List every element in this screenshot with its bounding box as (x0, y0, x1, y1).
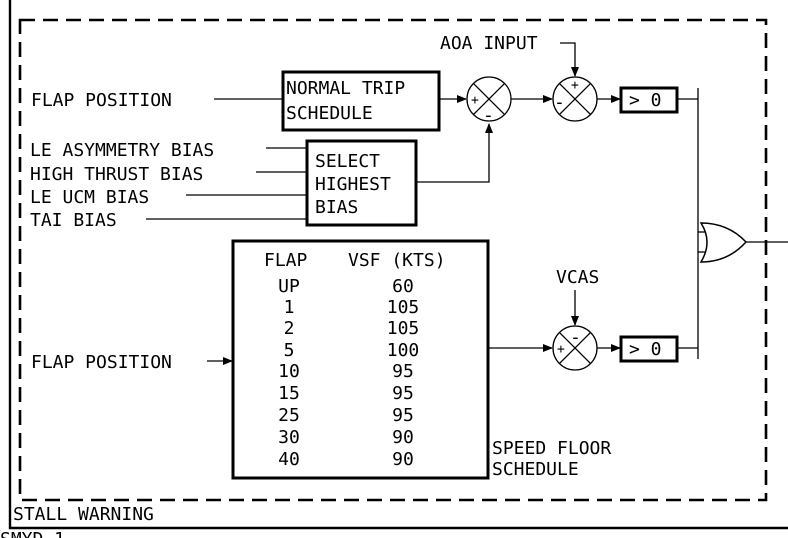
cut-off-footer-text: SMYD 1 (0, 529, 65, 538)
sum3-minus-sign: - (570, 327, 581, 348)
dashed-boundary (18, 18, 768, 502)
table-row-vsf: 100 (387, 340, 420, 361)
summing-junction-3 (552, 325, 598, 371)
speed-floor-table (231, 239, 490, 480)
sum1-minus-sign: - (483, 105, 494, 126)
flap-position-input-label-1: FLAP POSITION (31, 90, 172, 111)
sum3-plus-sign: + (557, 342, 565, 357)
speed-floor-label-1: SPEED FLOOR (492, 438, 611, 459)
normal-trip-label-2: SCHEDULE (286, 103, 373, 124)
normal-trip-label-1: NORMAL TRIP (286, 78, 405, 99)
comparator-bottom-block (619, 335, 679, 363)
table-row-vsf: 95 (392, 383, 414, 404)
stall-warning-section-label: STALL WARNING (13, 504, 154, 525)
table-row-flap: 30 (278, 427, 300, 448)
le-asymmetry-bias-label: LE ASYMMETRY BIAS (30, 140, 214, 161)
select-label: SELECT (315, 151, 380, 172)
table-row-flap: 2 (284, 318, 295, 339)
table-row-flap: 25 (278, 405, 300, 426)
comparator-bottom-label: > 0 (629, 339, 662, 360)
table-header-vsf: VSF (KTS) (348, 250, 446, 271)
sum1-plus-sign: + (471, 93, 479, 108)
table-row-vsf: 105 (387, 297, 420, 318)
aoa-input-label: AOA INPUT (440, 33, 538, 54)
select-highest-bias-block (305, 139, 418, 227)
table-row-flap: 40 (278, 449, 300, 470)
flap-position-input-label-2: FLAP POSITION (31, 352, 172, 373)
tai-bias-label: TAI BIAS (30, 210, 117, 231)
table-rows: UP 60 1 105 2 105 5 100 10 95 15 95 25 9… (278, 276, 419, 470)
high-thrust-bias-label: HIGH THRUST BIAS (30, 164, 203, 185)
table-row-flap: 15 (278, 383, 300, 404)
table-row-vsf: 90 (392, 427, 414, 448)
vcas-label: VCAS (556, 267, 599, 288)
sum2-plus-sign: + (571, 78, 579, 93)
comparator-top-label: > 0 (629, 90, 662, 111)
comparator-top-block (619, 86, 679, 114)
table-row-vsf: 60 (392, 276, 414, 297)
sum2-minus-sign: - (554, 92, 565, 113)
table-row-vsf: 90 (392, 449, 414, 470)
table-row-flap: 5 (284, 340, 295, 361)
or-gate (699, 222, 748, 263)
outer-frame (8, 0, 788, 530)
table-row-flap: 1 (284, 297, 295, 318)
table-row-flap: UP (278, 276, 300, 297)
table-row-vsf: 95 (392, 405, 414, 426)
table-row-vsf: 95 (392, 361, 414, 382)
aoa-input-arrow (560, 42, 579, 77)
normal-trip-schedule-block (281, 70, 441, 132)
table-row-flap: 10 (278, 361, 300, 382)
speed-floor-label-2: SCHEDULE (492, 459, 579, 480)
highest-label: HIGHEST (315, 174, 391, 195)
table-row-vsf: 105 (387, 318, 420, 339)
le-ucm-bias-label: LE UCM BIAS (30, 187, 149, 208)
select-to-sum1-arrow (416, 123, 493, 183)
summing-junction-1 (466, 76, 512, 122)
bias-label: BIAS (315, 197, 358, 218)
table-header-flap: FLAP (264, 250, 308, 271)
